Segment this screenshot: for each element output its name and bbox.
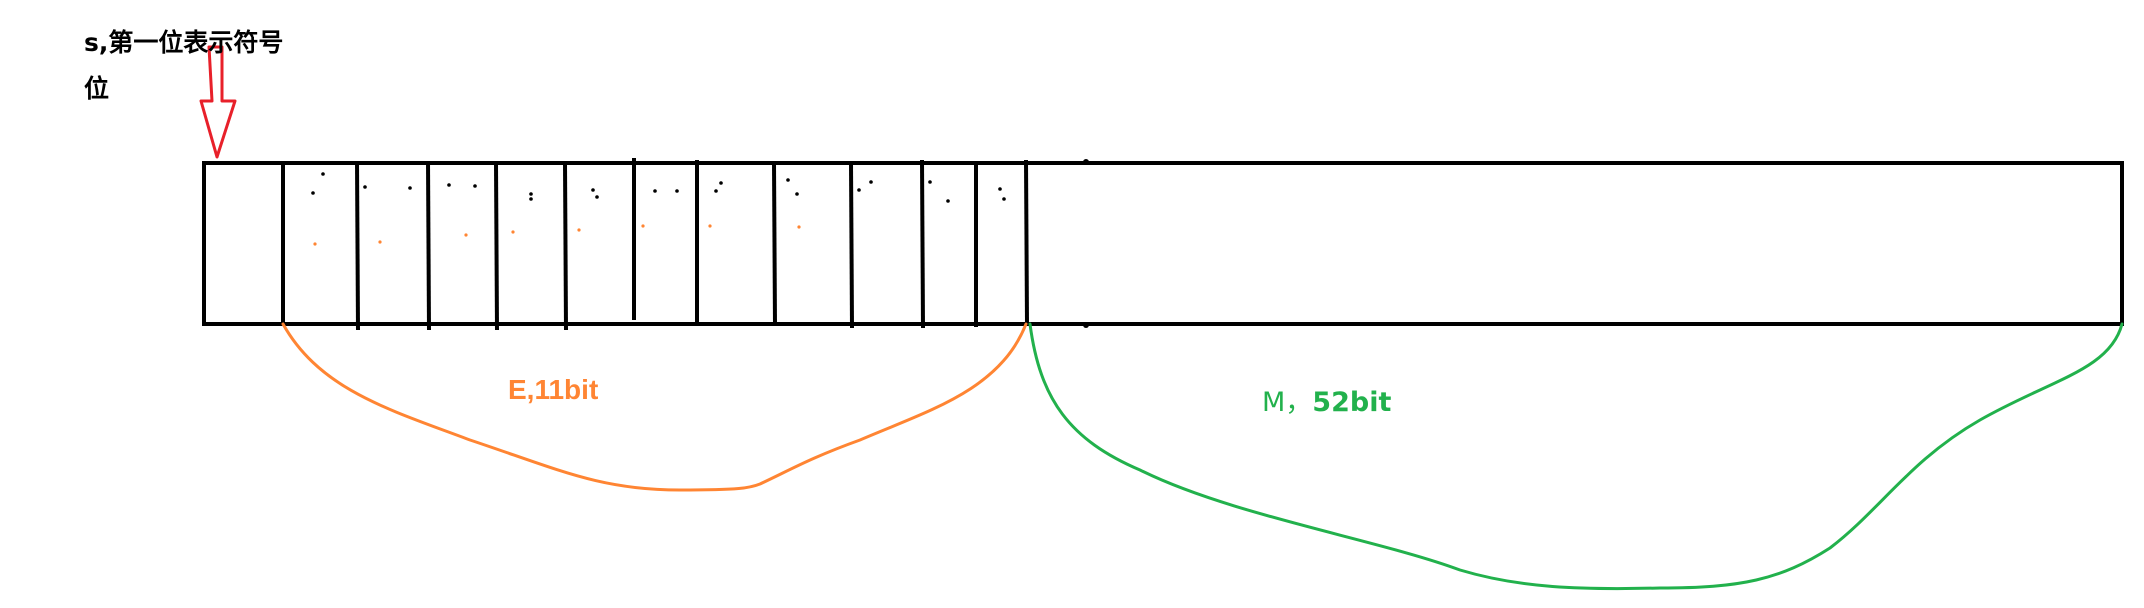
exp-divider — [494, 162, 499, 331]
sign-arrow — [199, 45, 237, 159]
sign-bit-label: s,第一位表示符号位 — [84, 28, 284, 103]
exp-divider — [426, 160, 431, 331]
orange-dots — [313, 224, 801, 246]
exponent-cell-dividers — [355, 158, 978, 331]
exp-divider — [772, 162, 777, 327]
black-dots — [311, 172, 1006, 203]
tick-mark — [1083, 159, 1089, 165]
exp-divider — [355, 160, 360, 331]
exponent-brace — [281, 322, 1028, 492]
exp-divider — [920, 159, 925, 329]
mantissa-label: M，52bit — [1262, 380, 1391, 419]
exp-divider — [563, 162, 568, 331]
mantissa-brace — [1028, 322, 2124, 591]
mantissa-bits: 52bit — [1312, 387, 1392, 418]
exponent-label: E,11bit — [508, 374, 599, 405]
tick-mark — [1083, 322, 1089, 328]
bit-field-box — [202, 161, 2124, 326]
mantissa-divider — [1024, 159, 1029, 325]
exp-divider — [849, 162, 854, 329]
mantissa-letter: M， — [1262, 387, 1313, 418]
